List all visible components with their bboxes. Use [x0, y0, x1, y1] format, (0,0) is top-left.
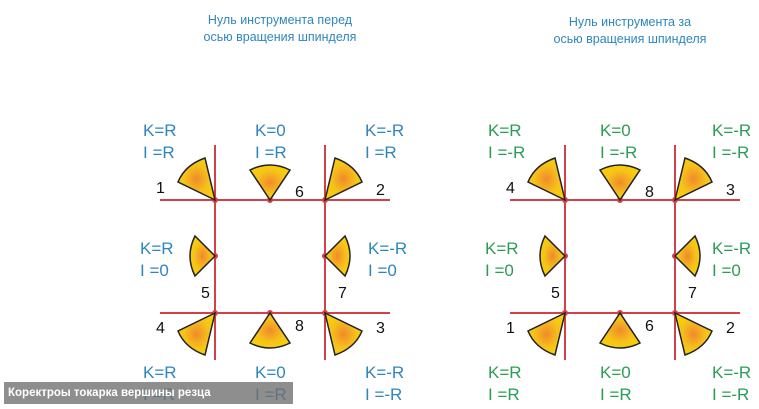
left-nodes	[212, 197, 328, 316]
right-label-bottom-right: K=-R I =-R	[712, 363, 752, 404]
tool-insert	[673, 157, 713, 202]
tool-insert	[248, 164, 292, 202]
left-label-top-left: K=R I =R	[143, 121, 177, 162]
right-position-number: 7	[688, 285, 697, 302]
right-position-number: 8	[645, 184, 654, 201]
tool-insert	[527, 311, 567, 356]
left-grid	[160, 145, 390, 360]
caption-bar: Коректроы токарка вершины резца	[4, 382, 293, 404]
left-position-number: 1	[156, 180, 165, 197]
tool-insert	[248, 311, 292, 349]
tool-insert	[177, 311, 217, 356]
tool-insert	[598, 311, 642, 349]
tool-insert	[539, 234, 567, 278]
tool-insert	[673, 311, 713, 356]
right-grid	[510, 145, 740, 360]
right-position-number: 4	[506, 180, 515, 197]
right-label-middle-left: K=R I =0	[485, 239, 519, 280]
left-label-top-middle: K=0 I =R	[255, 121, 287, 162]
tool-insert	[673, 234, 701, 278]
tool-insert	[177, 157, 217, 202]
right-nodes	[562, 197, 678, 316]
left-position-number: 8	[295, 318, 304, 335]
tool-insert	[323, 311, 363, 356]
left-position-number: 4	[156, 320, 165, 337]
right-position-number: 6	[645, 318, 654, 335]
left-position-number: 3	[376, 320, 385, 337]
left-position-number: 2	[376, 182, 385, 199]
left-position-number: 5	[201, 285, 210, 302]
right-label-top-left: K=R I =-R	[488, 121, 526, 162]
right-label-top-middle: K=0 I =-R	[600, 121, 638, 162]
left-diagram-title: Нуль инструмента перед осью вращения шпи…	[203, 13, 357, 44]
tool-insert	[189, 234, 217, 278]
tool-insert	[323, 234, 351, 278]
right-label-middle-right: K=-R I =0	[712, 239, 752, 280]
right-position-number: 1	[506, 320, 515, 337]
right-diagram-title: Нуль инструмента за осью вращения шпинде…	[553, 15, 707, 46]
tool-insert	[527, 157, 567, 202]
left-position-number: 7	[338, 285, 347, 302]
left-label-middle-left: K=R I =0	[140, 239, 174, 280]
left-position-number: 6	[295, 184, 304, 201]
right-position-number: 2	[726, 320, 735, 337]
tool-insert	[323, 157, 363, 202]
right-label-top-right: K=-R I =-R	[712, 121, 752, 162]
right-label-bottom-left: K=R I =R	[488, 363, 522, 404]
right-position-number: 5	[551, 285, 560, 302]
right-label-bottom-middle: K=0 I =R	[600, 363, 632, 404]
tool-insert	[598, 164, 642, 202]
left-label-top-right: K=-R I =R	[365, 121, 405, 162]
right-position-number: 3	[726, 182, 735, 199]
left-label-bottom-right: K=-R I =-R	[365, 363, 405, 404]
left-label-middle-right: K=-R I =0	[368, 239, 408, 280]
tool-inserts	[177, 157, 713, 356]
